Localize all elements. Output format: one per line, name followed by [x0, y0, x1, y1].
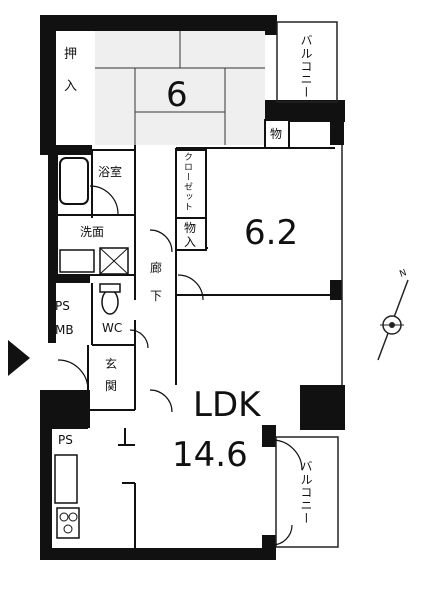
washbasin [59, 249, 95, 273]
compass-icon [377, 279, 409, 361]
balconies [275, 21, 343, 548]
ps-kitchen-label: PS [58, 433, 73, 447]
ldk-name: LDK [193, 385, 261, 425]
balcony-bottom-label: バルコニー [299, 460, 313, 525]
washitsu-size: 6 [166, 75, 188, 115]
storage-hall-label-1: 物 [184, 221, 197, 235]
oshiire-label-1: 押 [64, 47, 78, 62]
oshiire-label-2: 入 [64, 79, 78, 94]
walls [40, 15, 345, 560]
rouka-label-2: 下 [150, 289, 163, 303]
genkan-label-1: 玄 [105, 357, 118, 371]
balcony-top-label: バルコニー [299, 34, 313, 99]
rouka-label-1: 廊 [150, 261, 163, 275]
ps-label: PS [55, 299, 70, 313]
toilet [101, 289, 119, 315]
storage-small-label: 物 [270, 127, 283, 141]
door-swings [57, 185, 303, 546]
stove [56, 507, 80, 539]
mb-label: MB [55, 323, 74, 337]
interior-walls [52, 145, 335, 548]
ldk-size: 14.6 [172, 435, 248, 475]
entrance-arrow-icon [8, 340, 30, 376]
washroom-label: 洗面 [80, 225, 105, 239]
kitchen-sink [54, 454, 78, 504]
wc-label: WC [102, 321, 123, 335]
closets [175, 119, 290, 251]
bath-label: 浴室 [98, 165, 123, 179]
bathtub [59, 157, 89, 205]
western-room-size: 6.2 [244, 213, 299, 253]
storage-hall-label-2: 入 [184, 235, 197, 249]
closet-label: クローゼット [182, 152, 192, 212]
genkan-label-2: 関 [105, 379, 118, 393]
